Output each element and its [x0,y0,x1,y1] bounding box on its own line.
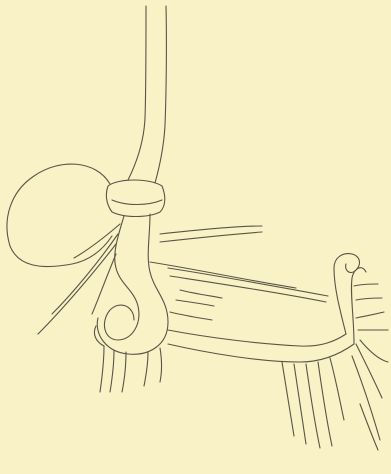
lateral-arm [168,330,354,362]
coiled-loop [94,214,168,354]
collar-ring [106,180,164,217]
vertical-tube [128,6,166,183]
left-sac [7,164,112,267]
